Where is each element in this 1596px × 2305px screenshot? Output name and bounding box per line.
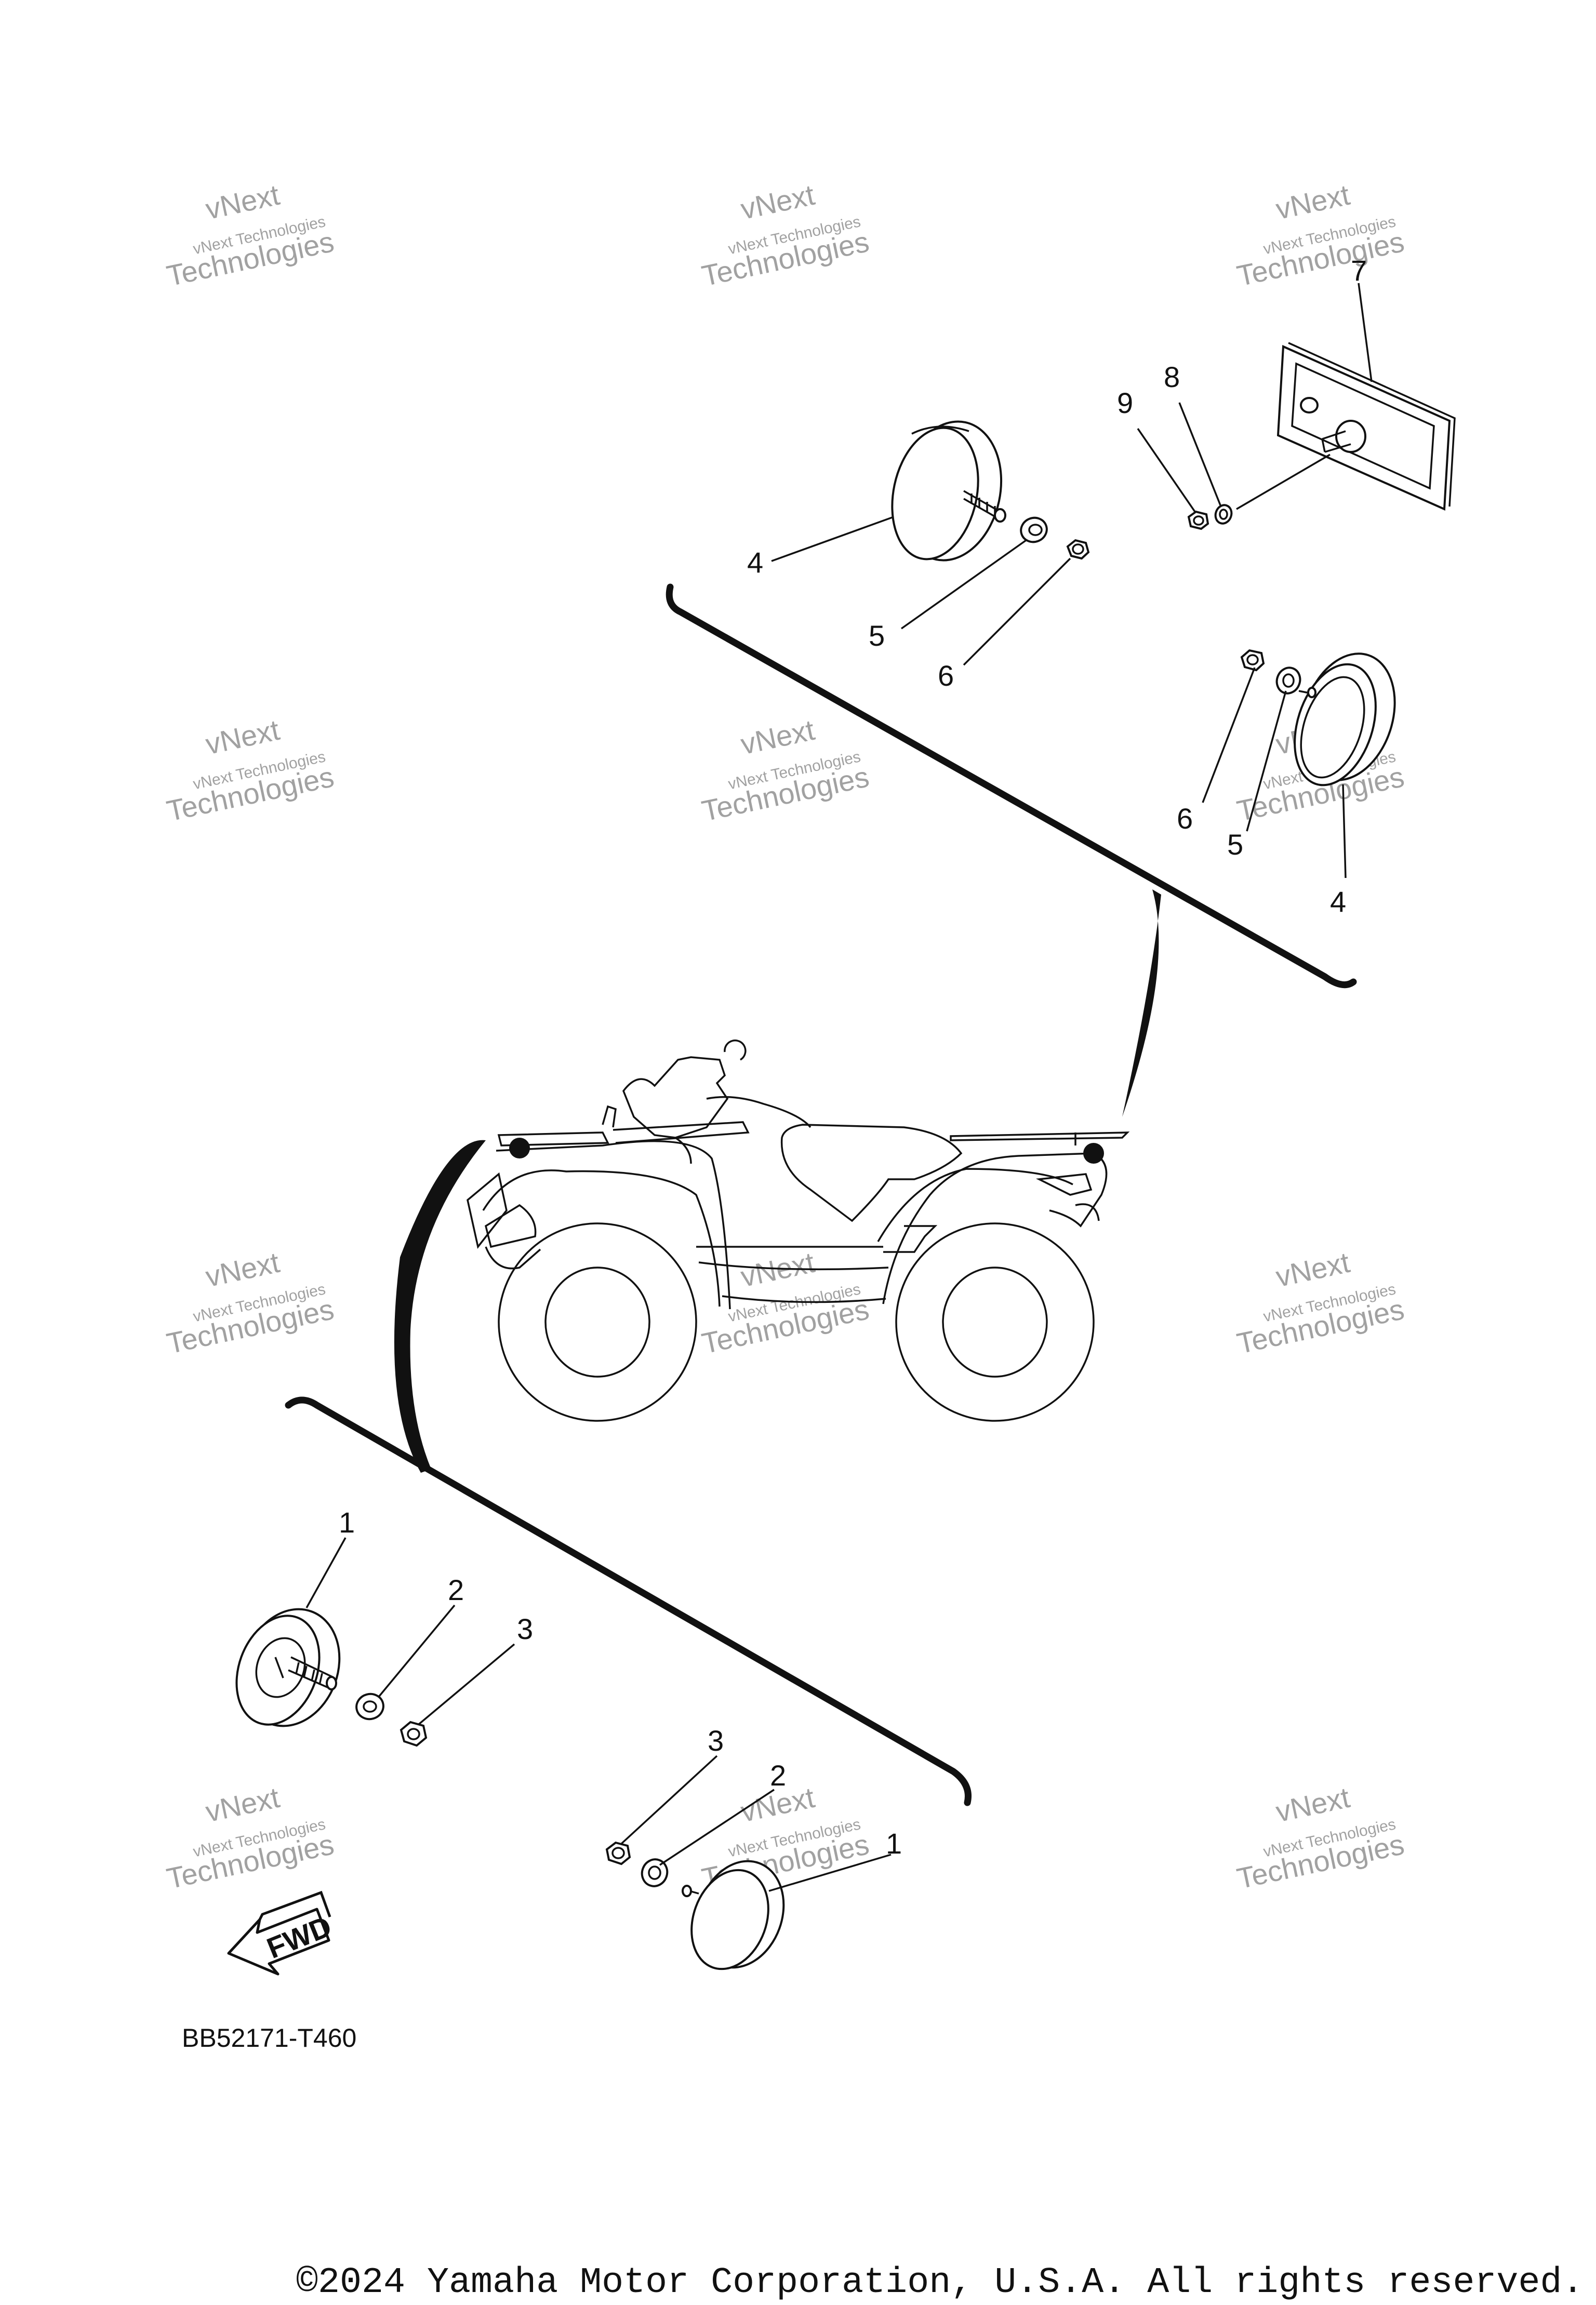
- svg-text:vNext: vNext: [203, 1246, 283, 1293]
- washer-front-left: [355, 1693, 384, 1721]
- watermark: vNext vNext Technologies Technologies: [164, 178, 337, 292]
- fwd-arrow-icon: FWD: [227, 1890, 336, 1976]
- svg-text:vNext: vNext: [203, 1781, 283, 1828]
- front-reflector-marker: [509, 1138, 530, 1158]
- watermarks: vNext vNext Technologies Technologies vN…: [164, 178, 1407, 1895]
- nut-front-left: [400, 1721, 428, 1747]
- callout-6: 6: [1177, 802, 1193, 835]
- copyright-notice: ©2024 Yamaha Motor Corporation, U.S.A. A…: [296, 2262, 1584, 2303]
- rear-reflector-marker: [1083, 1143, 1104, 1164]
- callout-1: 1: [886, 1827, 902, 1860]
- callout-6: 6: [938, 659, 954, 692]
- watermark: vNext vNext Technologies Technologies: [1234, 178, 1407, 292]
- watermark: vNext vNext Technologies Technologies: [699, 713, 872, 828]
- watermark: vNext vNext Technologies Technologies: [1234, 1781, 1407, 1895]
- washer-rear-right: [1275, 667, 1301, 695]
- svg-text:vNext: vNext: [1273, 1246, 1353, 1293]
- watermark: vNext vNext Technologies Technologies: [164, 1246, 337, 1360]
- svg-text:vNext: vNext: [203, 713, 283, 761]
- front-group-bracket: [285, 1140, 972, 1806]
- callout-1: 1: [339, 1506, 355, 1539]
- svg-text:vNext: vNext: [738, 713, 818, 761]
- nut-license: [1187, 510, 1209, 530]
- reflector-front-left: [235, 1608, 341, 1727]
- washer-rear-left: [1020, 516, 1048, 543]
- lockwasher-license: [1214, 504, 1233, 525]
- svg-text:vNext: vNext: [1273, 1781, 1353, 1828]
- watermark: vNext vNext Technologies Technologies: [699, 1246, 872, 1360]
- nut-rear-right: [1240, 649, 1265, 672]
- nut-rear-left: [1066, 539, 1090, 560]
- callout-4: 4: [747, 546, 763, 579]
- reflector-rear-right: [1294, 652, 1396, 787]
- callout-5: 5: [869, 619, 885, 652]
- reflector-front-right: [682, 1860, 785, 1970]
- atv-outline: [467, 1040, 1130, 1422]
- watermark: vNext vNext Technologies Technologies: [164, 713, 337, 828]
- watermark: vNext vNext Technologies Technologies: [699, 178, 872, 292]
- callout-numbers: 4 5 6 6 5 4 7 8 9 1 2 3 3 2 1: [339, 254, 1367, 1860]
- nut-front-right: [605, 1841, 631, 1866]
- reflector-rear-left: [891, 420, 1006, 562]
- callout-9: 9: [1117, 387, 1133, 419]
- watermark: vNext vNext Technologies Technologies: [164, 1781, 337, 1895]
- svg-text:vNext: vNext: [1273, 178, 1353, 225]
- callout-2: 2: [770, 1759, 786, 1792]
- svg-text:vNext: vNext: [203, 178, 283, 225]
- callout-4: 4: [1330, 885, 1346, 918]
- watermark: vNext vNext Technologies Technologies: [1234, 1246, 1407, 1360]
- callout-5: 5: [1227, 828, 1243, 861]
- callout-3: 3: [708, 1724, 724, 1757]
- svg-text:vNext: vNext: [738, 178, 818, 225]
- license-reflector: [1276, 342, 1456, 511]
- leader-lines: [305, 283, 1373, 1892]
- rear-group-bracket: [666, 583, 1357, 1117]
- callout-7: 7: [1351, 254, 1367, 287]
- callout-8: 8: [1164, 361, 1180, 393]
- callout-3: 3: [517, 1613, 533, 1645]
- diagram-code: BB52171-T460: [182, 2023, 356, 2053]
- washer-front-right: [641, 1858, 669, 1887]
- callout-2: 2: [448, 1574, 464, 1606]
